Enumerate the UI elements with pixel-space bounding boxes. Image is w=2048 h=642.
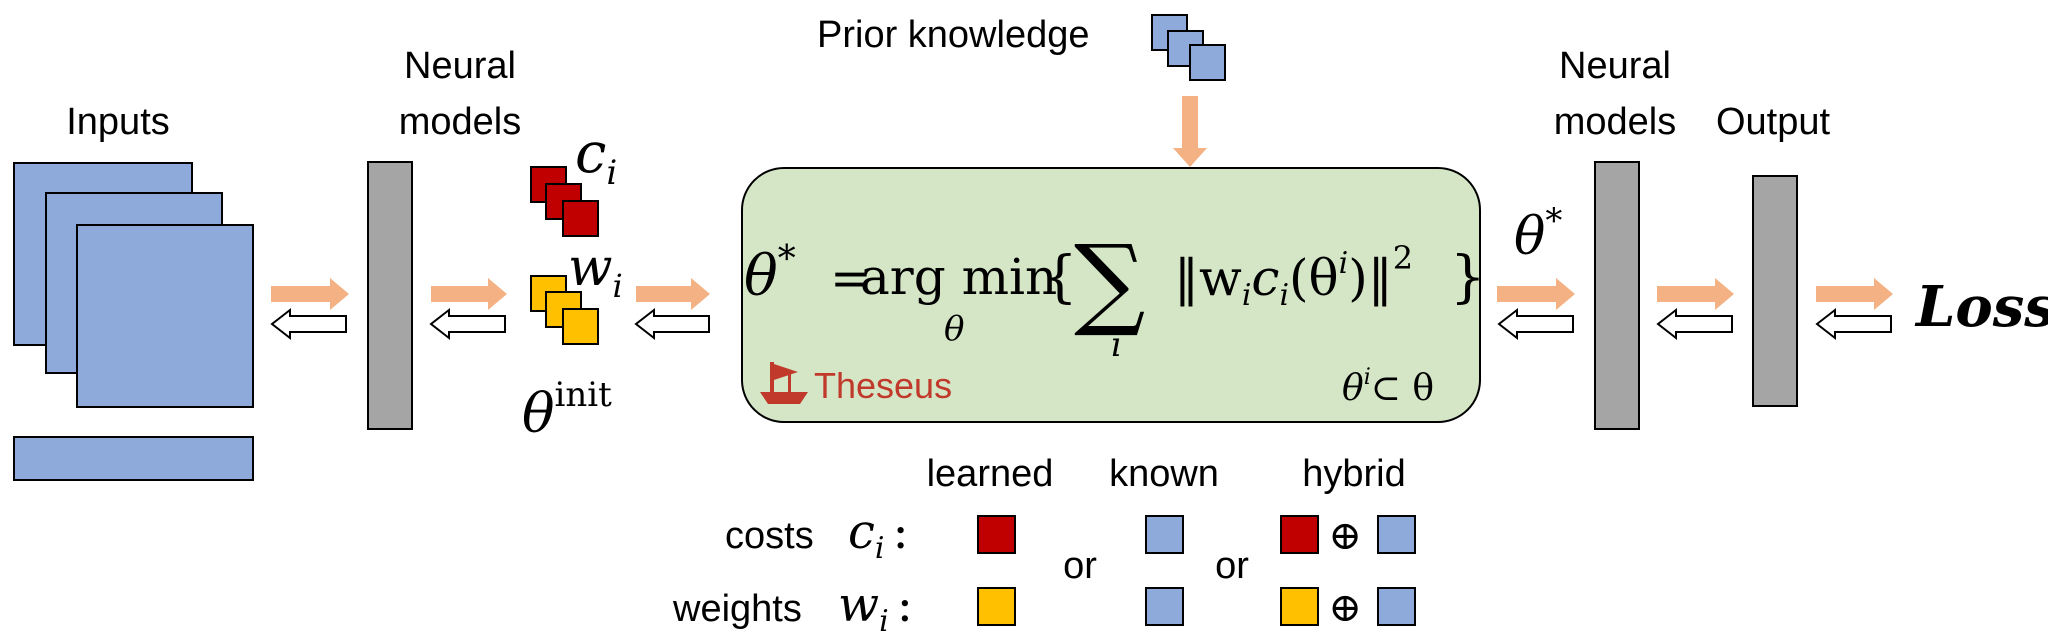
legend-weights-hybrid-blue-swatch xyxy=(1377,587,1416,626)
theseus-logo: Theseus xyxy=(760,362,952,406)
legend-row-costs-label: costs xyxy=(725,515,814,557)
legend-costs-learned-swatch xyxy=(977,515,1016,554)
forward-arrow xyxy=(1497,278,1575,310)
legend-costs-hybrid-blue-swatch xyxy=(1377,515,1416,554)
theta-star-output: θ* xyxy=(1514,201,1562,267)
optimization-equation: θ* = arg min θ { ∑ i ‖wici(θi)‖2 } xyxy=(744,223,1486,365)
arrow-pair-3 xyxy=(634,278,710,341)
forward-arrow xyxy=(431,278,507,310)
c-i-symbol: ci xyxy=(575,121,617,193)
theta-subset-annotation: θi⊂ θ xyxy=(1342,365,1434,409)
prior-knowledge-arrow xyxy=(1173,96,1207,167)
legend-costs-oplus: ⊕ xyxy=(1328,513,1362,559)
arrow-pair-6 xyxy=(1815,278,1893,341)
output-block xyxy=(1752,175,1798,407)
w-i-symbol: wi xyxy=(568,238,623,305)
legend-weights-known-swatch xyxy=(1145,587,1184,626)
svg-text:}: } xyxy=(1450,245,1486,310)
legend-or-2: or xyxy=(1215,545,1249,587)
input-stack xyxy=(13,162,254,481)
legend-weights-hybrid-yellow-swatch xyxy=(1280,587,1319,626)
theseus-optimization-box xyxy=(741,167,1481,423)
arrow-pair-4 xyxy=(1497,278,1575,341)
legend-costs-known-swatch xyxy=(1145,515,1184,554)
legend-row-weights-symbol: wi: xyxy=(838,577,913,639)
forward-arrow xyxy=(1657,278,1734,310)
backward-arrow xyxy=(1497,307,1574,341)
output-label: Output xyxy=(1716,101,1831,143)
backward-arrow xyxy=(1815,307,1892,341)
svg-text:i: i xyxy=(1111,325,1122,365)
arrow-pair-5 xyxy=(1656,278,1734,341)
neural-models-label-1b: models xyxy=(399,101,522,143)
backward-arrow xyxy=(429,307,506,341)
theseus-wordmark: Theseus xyxy=(814,365,952,406)
legend-header-hybrid: hybrid xyxy=(1302,453,1406,495)
svg-text:=: = xyxy=(830,249,872,307)
legend-row-costs-symbol: ci: xyxy=(848,504,909,566)
backward-arrow xyxy=(634,307,710,341)
arrow-pair-1 xyxy=(270,278,349,341)
backward-arrow xyxy=(1656,307,1733,341)
loss-label: Loss xyxy=(1914,274,2048,340)
svg-text:∑: ∑ xyxy=(1074,223,1145,340)
legend-row-weights-label: weights xyxy=(672,588,802,630)
ship-icon xyxy=(760,362,808,404)
neural-model-block-1 xyxy=(367,161,413,430)
arrow-pair-2 xyxy=(429,278,507,341)
neural-models-label-1a: Neural xyxy=(404,45,516,87)
svg-text:arg min: arg min xyxy=(860,248,1057,306)
legend: learned known hybrid costs ci: ⊕ or or w… xyxy=(672,453,1416,639)
cost-stack-icon xyxy=(530,166,599,237)
svg-text:θ*: θ* xyxy=(744,239,796,309)
legend-weights-oplus: ⊕ xyxy=(1328,585,1362,631)
svg-text:{: { xyxy=(1042,245,1078,310)
legend-header-known: known xyxy=(1109,453,1219,495)
theta-init-symbol: θinit xyxy=(522,375,612,445)
forward-arrow xyxy=(1816,278,1893,310)
input-frame-3 xyxy=(76,224,254,408)
neural-model-block-2 xyxy=(1594,161,1640,430)
svg-text:‖wici(θi)‖2: ‖wici(θi)‖2 xyxy=(1174,239,1413,313)
legend-or-1: or xyxy=(1063,545,1097,587)
backward-arrow xyxy=(270,307,347,341)
legend-costs-hybrid-red-swatch xyxy=(1280,515,1319,554)
forward-arrow xyxy=(636,278,710,310)
svg-text:θ: θ xyxy=(944,309,964,349)
input-bar xyxy=(13,436,254,481)
prior-knowledge-stack-icon xyxy=(1151,14,1226,81)
legend-weights-learned-swatch xyxy=(977,587,1016,626)
weight-stack-icon xyxy=(530,275,599,345)
legend-header-learned: learned xyxy=(927,453,1054,495)
inputs-label: Inputs xyxy=(66,101,170,143)
forward-arrow xyxy=(271,278,349,310)
neural-models-label-2b: models xyxy=(1554,101,1677,143)
neural-models-label-2a: Neural xyxy=(1559,45,1671,87)
prior-knowledge-label: Prior knowledge xyxy=(817,14,1089,56)
